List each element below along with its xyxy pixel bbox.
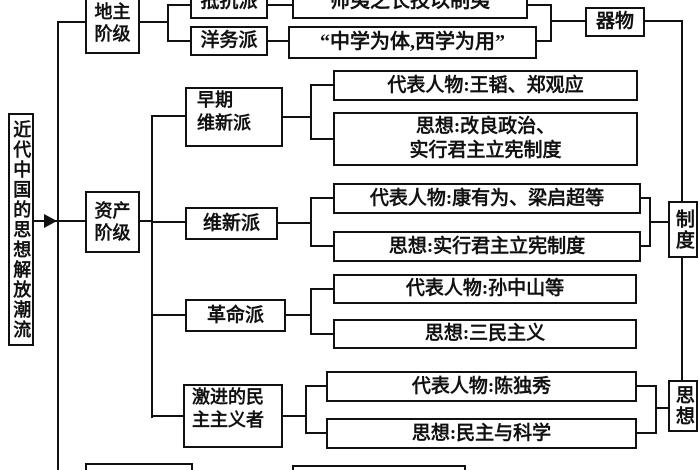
- node-early-reform-faction: 早期 维新派: [185, 87, 283, 147]
- node-bottom-cutoff-1: [85, 463, 193, 470]
- node-early-reform-representatives: 代表人物:王韬、郑观应: [333, 70, 638, 101]
- connector-landlord-bracket: [167, 4, 169, 42]
- early-reform-line1: 早期: [197, 90, 233, 110]
- connector-reform-thought: [312, 245, 333, 247]
- connector-to-radical: [153, 415, 183, 417]
- node-landlord-class: 地主 阶级: [85, 0, 140, 54]
- radical-line1: 激进的民: [192, 387, 264, 407]
- connector-trunk: [57, 21, 59, 470]
- connector-early-reform-thought: [312, 138, 333, 140]
- connector-to-reform: [153, 221, 185, 223]
- connector-revolution-stub: [286, 314, 310, 316]
- landlord-line2: 阶级: [94, 24, 131, 44]
- node-reform-representatives: 代表人物:康有为、梁启超等: [333, 183, 641, 214]
- connector-slogan1-bracket: [528, 4, 550, 6]
- node-bottom-cutoff-2: [292, 465, 466, 470]
- node-stage-institutions: 制度: [668, 201, 698, 258]
- connector-reform-rep: [312, 197, 333, 199]
- connector-radical-rep-right: [637, 385, 655, 387]
- bourgeois-line2: 阶级: [94, 223, 131, 243]
- implements-label: 器物: [595, 11, 634, 33]
- connector-radical-thought-right: [637, 432, 655, 434]
- connector-radical-bracket: [305, 385, 307, 434]
- node-stage-implements: 器物: [585, 7, 645, 37]
- connector-reform-rep-right: [641, 197, 649, 199]
- institutions-label: 制度: [672, 208, 694, 251]
- westernization-label: 洋务派: [200, 30, 258, 52]
- connector-to-early-reform: [153, 115, 185, 117]
- root-title-text: 近代中国的思想解放潮流: [11, 119, 32, 340]
- connector-bourgeois-bracket: [151, 115, 153, 418]
- connector-revolution-bracket: [310, 288, 312, 335]
- bourgeois-line1: 资产: [94, 200, 131, 221]
- connector-radical-thought: [307, 432, 326, 434]
- node-revolution-representatives: 代表人物:孙中山等: [333, 274, 637, 304]
- reform-representatives-text: 代表人物:康有为、梁启超等: [369, 187, 605, 209]
- connector-implements-right: [645, 20, 683, 22]
- connector-reform-bracket: [310, 197, 312, 247]
- connector-revolution-thought: [312, 333, 333, 335]
- node-reform-thought: 思想:实行君主立宪制度: [333, 231, 641, 262]
- radical-thought-text: 思想:民主与科学: [411, 422, 552, 444]
- connector-revolution-rep: [312, 288, 333, 290]
- node-revolution-thought: 思想:三民主义: [333, 319, 637, 349]
- connector-thoughts-bracket: [655, 385, 657, 434]
- node-reform-faction: 维新派: [185, 207, 278, 240]
- connector-resistance-slogan: [268, 4, 292, 6]
- node-radical-representatives: 代表人物:陈独秀: [326, 371, 637, 402]
- node-bourgeois-class: 资产 阶级: [85, 191, 140, 253]
- connector-slogan2-bracket: [537, 40, 550, 42]
- connector-landlord-branch: [140, 21, 167, 23]
- radical-line2: 主主义者: [192, 409, 264, 430]
- resistance-slogan-text: 师夷之长技以制夷: [330, 0, 490, 12]
- connector-to-revolution: [153, 314, 185, 316]
- node-radical-thought: 思想:民主与科学: [326, 418, 637, 449]
- node-westernization-faction: 洋务派: [190, 26, 268, 56]
- node-revolution-faction: 革命派: [185, 299, 286, 332]
- early-reform-line2: 维新派: [197, 112, 251, 133]
- connector-to-institutions: [651, 221, 668, 223]
- node-root-title: 近代中国的思想解放潮流: [8, 113, 34, 346]
- arrow-right-icon: [44, 214, 57, 228]
- connector-to-westernization: [169, 40, 190, 42]
- thoughts-label: 思想: [672, 385, 694, 427]
- connector-early-reform-rep: [312, 84, 333, 86]
- revolution-thought-text: 思想:三民主义: [424, 323, 546, 345]
- node-radical-faction: 激进的民 主主义者: [183, 384, 283, 448]
- connector-reform-thought-right: [641, 245, 649, 247]
- connector-radical-stub: [283, 415, 305, 417]
- node-resistance-slogan: 师夷之长技以制夷: [292, 0, 528, 19]
- connector-institutions-bracket: [649, 197, 651, 247]
- connector-to-resistance: [169, 4, 190, 6]
- connector-to-implements: [552, 20, 585, 22]
- connector-early-reform-bracket: [310, 84, 312, 140]
- connector-trunk-bourgeois: [59, 220, 85, 222]
- node-resistance-faction: 抵抗派: [190, 0, 268, 19]
- connector-institutions-thoughts: [681, 258, 683, 380]
- early-reform-thought-line2: 实行君主立宪制度: [409, 140, 562, 161]
- node-stage-thoughts: 思想: [668, 380, 698, 432]
- reform-thought-text: 思想:实行君主立宪制度: [388, 235, 586, 257]
- connector-westernization-slogan: [268, 40, 288, 42]
- connector-implements-bracket: [550, 4, 552, 42]
- connector-reform-stub: [278, 222, 310, 224]
- radical-representatives-text: 代表人物:陈独秀: [411, 375, 552, 397]
- early-reform-thought-line1: 思想:改良政治、: [415, 116, 556, 138]
- connector-to-thoughts: [657, 407, 668, 409]
- node-early-reform-thought: 思想:改良政治、 实行君主立宪制度: [333, 112, 638, 166]
- landlord-line1: 地主: [94, 1, 131, 22]
- connector-trunk-landlord: [59, 21, 85, 23]
- resistance-label: 抵抗派: [200, 0, 258, 12]
- node-westernization-slogan: “中学为体,西学为用”: [288, 26, 537, 59]
- westernization-slogan-text: “中学为体,西学为用”: [320, 31, 505, 53]
- revolution-label: 革命派: [206, 304, 264, 326]
- connector-radical-rep: [307, 385, 326, 387]
- connector-early-reform-stub: [283, 116, 310, 118]
- connector-bourgeois-branch: [139, 220, 153, 222]
- early-reform-representatives-text: 代表人物:王韬、郑观应: [387, 74, 584, 96]
- reform-label: 维新派: [202, 212, 260, 234]
- connector-implements-institutions: [681, 20, 683, 201]
- revolution-representatives-text: 代表人物:孙中山等: [405, 278, 565, 300]
